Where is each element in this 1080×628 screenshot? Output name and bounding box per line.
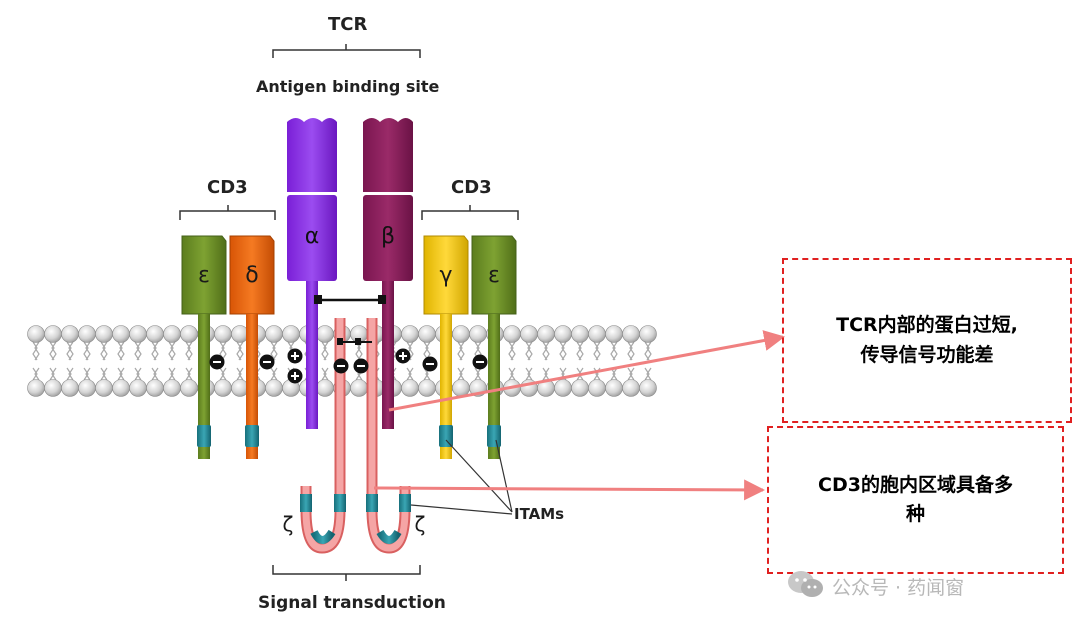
antigen-binding-label: Antigen binding site (256, 77, 440, 96)
cd3-gamma-chain (423, 235, 469, 459)
callout-tcr-short-text: TCR内部的蛋白过短, 传导信号功能差 (836, 314, 1018, 366)
cd3-epsilon-left-chain (181, 235, 227, 459)
callout-cd3-domains: CD3的胞内区域具备多 种 (767, 426, 1064, 574)
cd3-right-label: CD3 (451, 177, 492, 198)
cd3-zeta-dimer (300, 318, 411, 554)
cd3-left-bracket (179, 205, 276, 220)
beta-label: β (380, 224, 396, 249)
epsilon-right-label: ε (488, 263, 500, 288)
cd3-delta-chain (229, 235, 275, 459)
watermark: 公众号 · 药闻窗 (786, 566, 1056, 606)
tcr-beta-chain (363, 118, 413, 429)
zeta-disulfide-bond (337, 338, 372, 345)
alpha-label: α (304, 224, 320, 249)
itams-label: ITAMs (514, 505, 565, 523)
membrane-charges (209, 348, 488, 384)
zeta-left-label: ζ (282, 512, 294, 536)
tcr-alpha-chain (287, 118, 337, 429)
callout-tcr-short: TCR内部的蛋白过短, 传导信号功能差 (782, 258, 1072, 423)
tcr-label: TCR (328, 14, 368, 35)
zeta-right-label: ζ (414, 512, 426, 536)
delta-label: δ (245, 263, 259, 288)
callout-arrow-bottom (373, 479, 766, 501)
cd3-epsilon-right-chain (471, 235, 517, 459)
signal-bracket (272, 565, 421, 581)
cd3-right-bracket (421, 205, 519, 220)
gamma-label: γ (439, 263, 453, 288)
callout-cd3-domains-text: CD3的胞内区域具备多 种 (818, 473, 1013, 525)
callout-arrow-top (388, 330, 786, 412)
signal-transduction-label: Signal transduction (258, 593, 446, 613)
disulfide-bond (314, 295, 386, 304)
itam-pointer-lines (410, 439, 513, 515)
tcr-bracket (272, 44, 421, 58)
cd3-left-label: CD3 (207, 177, 248, 198)
wechat-icon (788, 571, 823, 597)
epsilon-left-label: ε (198, 263, 210, 288)
watermark-text: 公众号 · 药闻窗 (832, 577, 965, 599)
